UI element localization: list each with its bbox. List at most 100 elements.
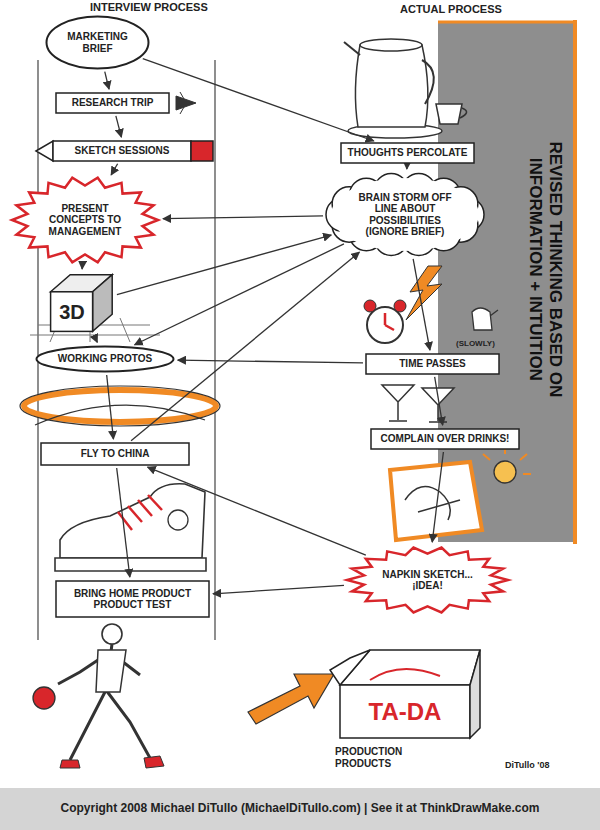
node-text-group: COMPLAIN OVER DRINKS!: [376, 433, 514, 445]
pot-spout: [344, 42, 360, 55]
box-outline: [371, 429, 519, 449]
clock-bell: [364, 300, 376, 312]
cup: [436, 104, 462, 124]
player-jersey: [96, 650, 126, 692]
cloud-shape: BRAIN STORM OFF LINE ABOUT POSSIBILITIES…: [325, 172, 485, 257]
flow-arrow: [413, 259, 430, 350]
flow-arrow: [116, 116, 122, 137]
node-text-group: RESEARCH TRIP: [61, 97, 164, 109]
coffee-pot: [355, 45, 427, 127]
alarm-clock: [367, 307, 403, 343]
cloud-fill: [331, 178, 479, 251]
node-text: BRAIN STORM OFF LINE ABOUT POSSIBILITIES…: [355, 192, 455, 238]
burst-outline: [12, 178, 158, 263]
node-text: FLY TO CHINA: [46, 448, 184, 460]
cup-handle: [460, 108, 467, 118]
napkin: [390, 462, 482, 540]
column-line: [214, 60, 215, 640]
box-outline: [56, 93, 169, 113]
node-text: MARKETING BRIEF: [61, 31, 134, 54]
process-box: RESEARCH TRIP: [55, 92, 170, 114]
flow-arrow: [81, 267, 82, 269]
node-text-group: SKETCH SESSIONS: [57, 145, 187, 157]
flow-arrow: [178, 360, 363, 363]
box-side: [470, 650, 480, 738]
bulb-rays: [483, 446, 531, 474]
sneaker-patch: [168, 510, 188, 530]
flow-arrow: [135, 244, 344, 345]
node-text: TA-DA: [340, 698, 470, 726]
cube-side: [93, 275, 113, 332]
box-outline: [366, 354, 499, 374]
flow-arrow: [213, 585, 344, 593]
process-box: COMPLAIN OVER DRINKS!: [370, 428, 520, 450]
node-text: WORKING PROTOS: [53, 353, 157, 365]
node-text: BRING HOME PRODUCT: [61, 588, 204, 600]
pencil-tip: [36, 141, 53, 161]
clock-bell: [394, 300, 406, 312]
note-label: (SLOWLY): [456, 339, 502, 349]
flow-arrow: [107, 375, 114, 439]
player-body: [58, 644, 150, 760]
small-pot: [472, 308, 498, 330]
node-text: RESEARCH TRIP: [61, 97, 164, 109]
clock-hands: [385, 313, 394, 330]
flow-arrow: [435, 377, 443, 425]
node-text: NAPKIN SKETCH... ¡IDEA!: [381, 569, 474, 592]
player-head: [102, 624, 122, 644]
box-outline: [41, 443, 189, 465]
process-box: FLY TO CHINA: [40, 442, 190, 466]
process-ellipse: WORKING PROTOS: [35, 345, 175, 373]
box-outline: [56, 581, 209, 617]
pencil-eraser: [191, 141, 213, 161]
note-label: INTERVIEW PROCESS: [90, 1, 230, 14]
node-text-group: WORKING PROTOS: [53, 353, 157, 365]
node-text-group: TA-DA: [340, 698, 470, 726]
node-text-group: TIME PASSES: [371, 358, 494, 370]
flow-arrow: [163, 216, 323, 219]
node-text-group: BRAIN STORM OFF LINE ABOUT POSSIBILITIES…: [355, 192, 455, 238]
node-text-group: BRING HOME PRODUCTPRODUCT TEST: [61, 588, 204, 611]
node-text-group: THOUGHTS PERCOLATE: [346, 147, 469, 159]
flow-arrow: [148, 467, 366, 555]
sneaker-laces: [118, 495, 162, 530]
lightning-bolt: [406, 266, 442, 320]
process-ellipse: MARKETING BRIEF: [45, 15, 150, 70]
node-text: COMPLAIN OVER DRINKS!: [376, 433, 514, 445]
node-text-group: 3D: [51, 301, 93, 324]
node-text: PRESENT CONCEPTS TO MANAGEMENT: [46, 203, 124, 238]
box-front: [340, 685, 470, 738]
cube-front: [51, 292, 93, 332]
player-shoes: [60, 756, 164, 768]
burst-shape: PRESENT CONCEPTS TO MANAGEMENT: [10, 175, 160, 265]
ellipse-outline: [47, 17, 149, 69]
flow-arrow: [105, 72, 109, 89]
sneaker: [60, 484, 205, 558]
ellipse-outline: [37, 347, 174, 372]
note-label: ACTUAL PROCESS: [400, 3, 540, 16]
sole-swoosh: [35, 405, 205, 425]
flow-arrow: [111, 164, 117, 175]
note-label: PRODUCTION PRODUCTS: [335, 746, 430, 770]
flow-arrow: [96, 340, 97, 343]
napkin-scribble: [405, 487, 460, 520]
pot-handle: [422, 60, 434, 104]
box-tissue: [370, 669, 440, 680]
flow-arrow: [143, 59, 374, 141]
flow-arrow: [131, 252, 359, 441]
shoe-box: TA-DA: [330, 640, 480, 740]
process-box: BRING HOME PRODUCTPRODUCT TEST: [55, 580, 210, 618]
sneaker-sole: [55, 558, 206, 571]
column-line: [37, 60, 38, 640]
flow-arrow: [117, 468, 130, 577]
process-box: TIME PASSES: [365, 353, 500, 375]
node-text: TIME PASSES: [371, 358, 494, 370]
box-flap: [330, 650, 370, 685]
basketball: [33, 687, 55, 709]
box-outline: [341, 143, 474, 163]
node-text: PRODUCT TEST: [61, 599, 204, 611]
cube-shape: 3D: [45, 272, 115, 338]
node-text-group: NAPKIN SKETCH... ¡IDEA!: [381, 569, 474, 592]
flow-arrow: [406, 166, 407, 169]
